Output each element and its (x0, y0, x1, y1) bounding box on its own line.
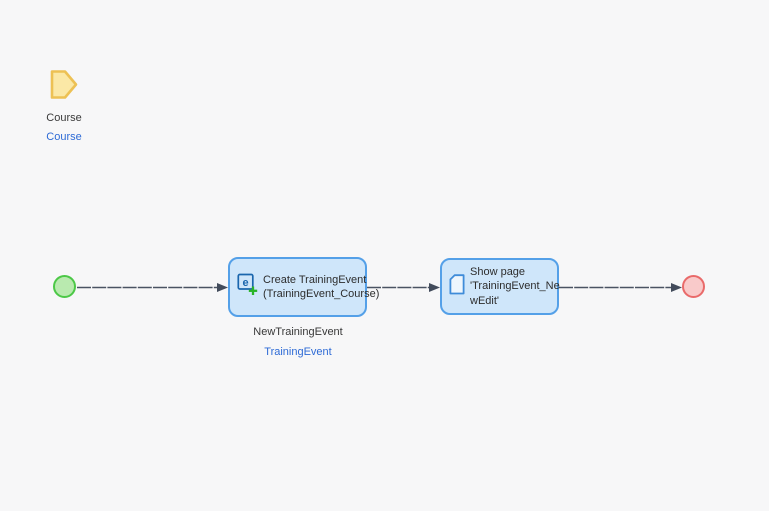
svg-text:e: e (242, 276, 248, 288)
sequence-flow-start-to-create[interactable] (77, 283, 228, 292)
activity-entity-link[interactable]: TrainingEvent (264, 346, 332, 358)
activity-show-page[interactable]: Show page 'TrainingEvent_Ne wEdit' (440, 258, 560, 315)
create-object-icon: e (237, 273, 258, 302)
activity-showpage-label: Show page 'TrainingEvent_Ne wEdit' (470, 265, 560, 307)
activity-name-label: NewTrainingEvent (253, 326, 343, 338)
sequence-flow-create-to-showpage[interactable] (367, 283, 440, 292)
start-event[interactable] (53, 275, 76, 298)
parameter-course[interactable]: Course Course (18, 68, 110, 143)
sequence-flow-showpage-to-end[interactable] (559, 283, 682, 292)
activity-create-object[interactable]: e Create TrainingEvent (TrainingEvent_Co… (228, 257, 379, 317)
parameter-label: Course (46, 112, 82, 124)
end-event[interactable] (682, 275, 705, 298)
parameter-entity-link[interactable]: Course (46, 131, 82, 143)
activity-create-label: Create TrainingEvent (TrainingEvent_Cour… (263, 273, 380, 301)
parameter-flag-icon[interactable] (18, 68, 110, 106)
activity-create-caption: NewTrainingEvent TrainingEvent (222, 326, 374, 358)
show-page-icon (449, 273, 465, 300)
